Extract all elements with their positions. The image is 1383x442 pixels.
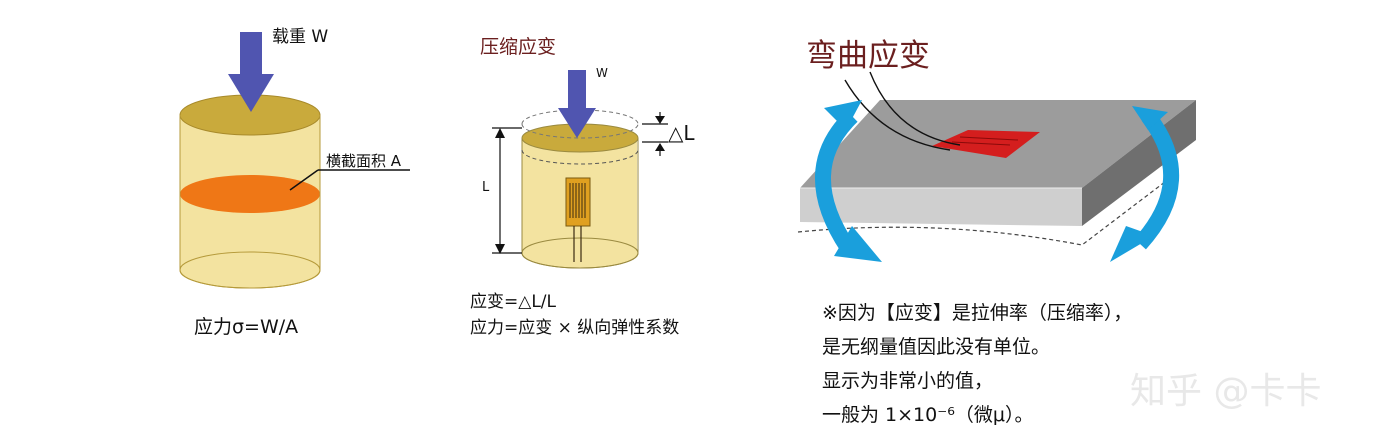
compression-load-label: W: [596, 66, 608, 80]
compression-strain-title: 压缩应变: [480, 36, 557, 58]
area-label: 横截面积 A: [326, 152, 402, 170]
stress-formula: 应力σ=W/A: [194, 316, 299, 338]
plate-strain-gauge-icon: [844, 71, 1040, 158]
strain-formula: 应变=△L/L: [470, 292, 556, 312]
delta-dimension: [642, 112, 668, 156]
note-line-4: 一般为 1×10⁻⁶（微μ）。: [822, 404, 1034, 426]
bending-strain-title: 弯曲应变: [806, 38, 930, 74]
load-arrow-icon: [228, 32, 274, 112]
length-dimension: [492, 127, 522, 254]
compression-stress-formula: 应力=应变 × 纵向弹性系数: [470, 318, 680, 338]
note-line-1: ※因为【应变】是拉伸率（压缩率），: [822, 302, 1133, 324]
delta-length-label: △L: [668, 121, 695, 145]
load-label: 载重 W: [272, 27, 329, 47]
bend-arrow-right-icon: [1110, 106, 1180, 262]
cross-section-area: [180, 175, 320, 213]
note-line-2: 是无纲量值因此没有单位。: [822, 336, 1051, 358]
strain-gauge-icon: [565, 177, 591, 262]
compression-load-arrow-icon: [558, 70, 596, 138]
note-line-3: 显示为非常小的值，: [822, 370, 994, 392]
bend-arrow-left-icon: [815, 100, 882, 262]
length-label: L: [482, 180, 490, 195]
bending-plate: [797, 100, 1196, 246]
stress-cylinder: [179, 94, 321, 289]
area-leader-line: [289, 169, 319, 191]
watermark: 知乎 @卡卡: [1130, 371, 1322, 412]
